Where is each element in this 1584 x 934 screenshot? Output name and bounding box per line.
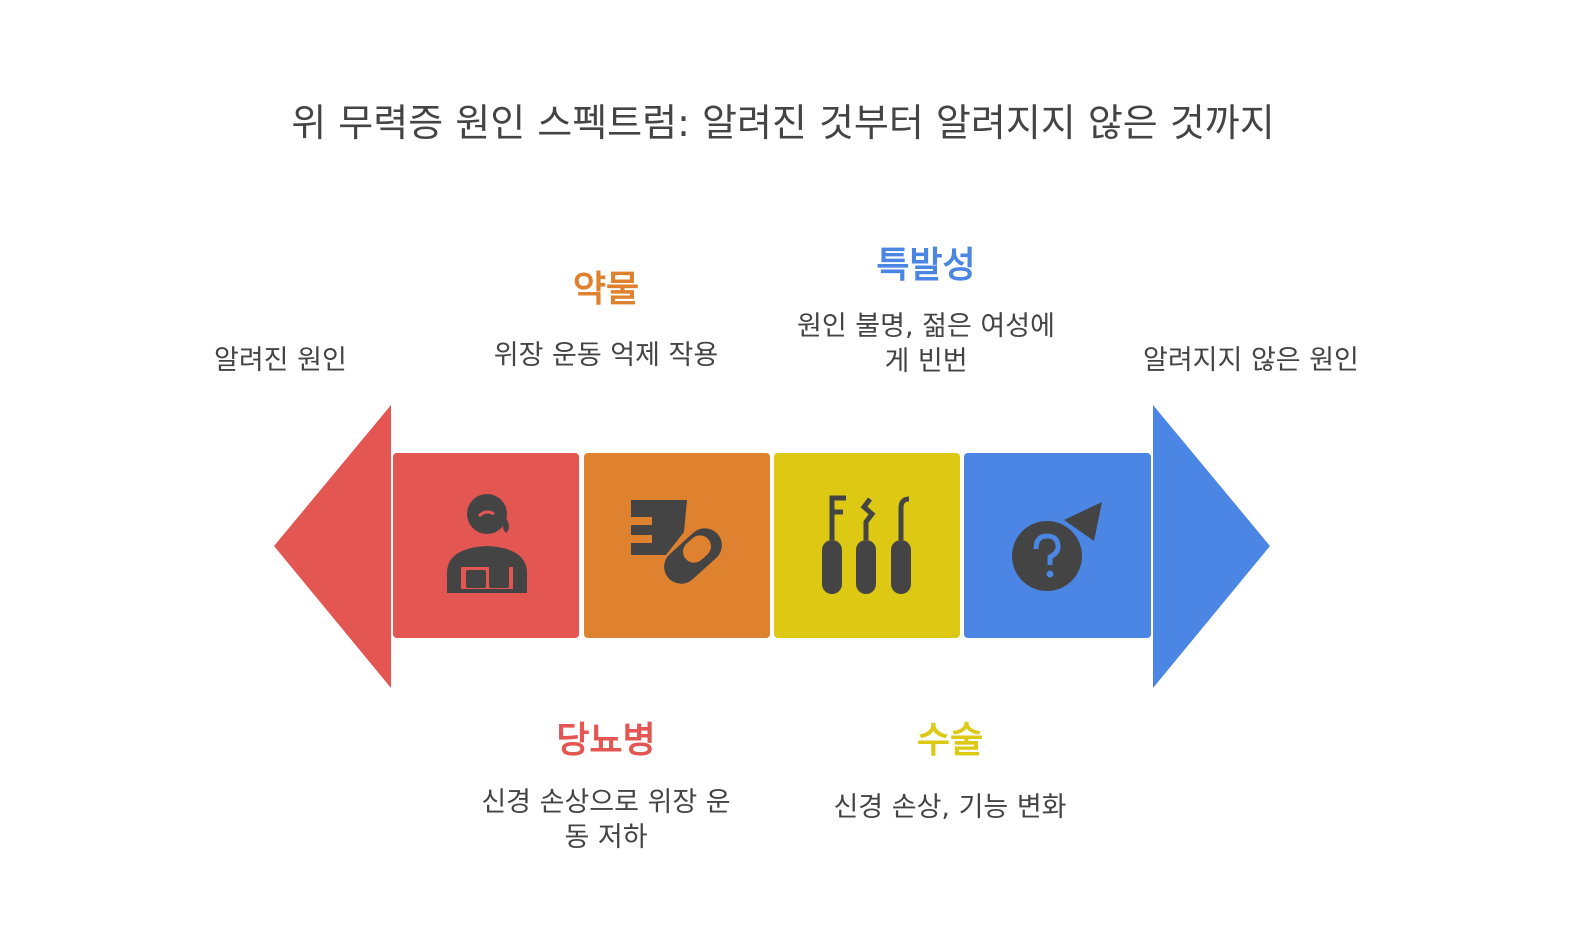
item-desc-surgery: 신경 손상, 기능 변화 [833, 792, 1067, 823]
right-end-label: 알려지지 않은 원인 [1143, 345, 1359, 376]
segment-diabetes [393, 453, 579, 638]
right-arrow-head [1153, 405, 1270, 688]
item-title-diabetes: 당뇨병 [556, 720, 656, 761]
surgical-tools-icon [822, 495, 911, 594]
item-desc-idiopathic: 원인 불명, 젊은 여성에게 빈번 [797, 311, 1055, 377]
question-circle-icon [1012, 502, 1102, 591]
medicine-cup-pill-icon [631, 500, 722, 584]
person-crying-icon [447, 494, 527, 593]
item-title-idiopathic: 특발성 [876, 245, 976, 286]
item-desc-medication: 위장 운동 억제 작용 [493, 340, 719, 371]
item-desc-diabetes: 신경 손상으로 위장 운동 저하 [481, 787, 731, 853]
left-arrow-head [274, 405, 391, 688]
diagram-title: 위 무력증 원인 스펙트럼: 알려진 것부터 알려지지 않은 것까지 [291, 101, 1275, 145]
item-title-surgery: 수술 [916, 720, 984, 761]
item-title-medication: 약물 [572, 269, 640, 310]
left-end-label: 알려진 원인 [214, 345, 347, 376]
segment-medication [584, 453, 770, 638]
